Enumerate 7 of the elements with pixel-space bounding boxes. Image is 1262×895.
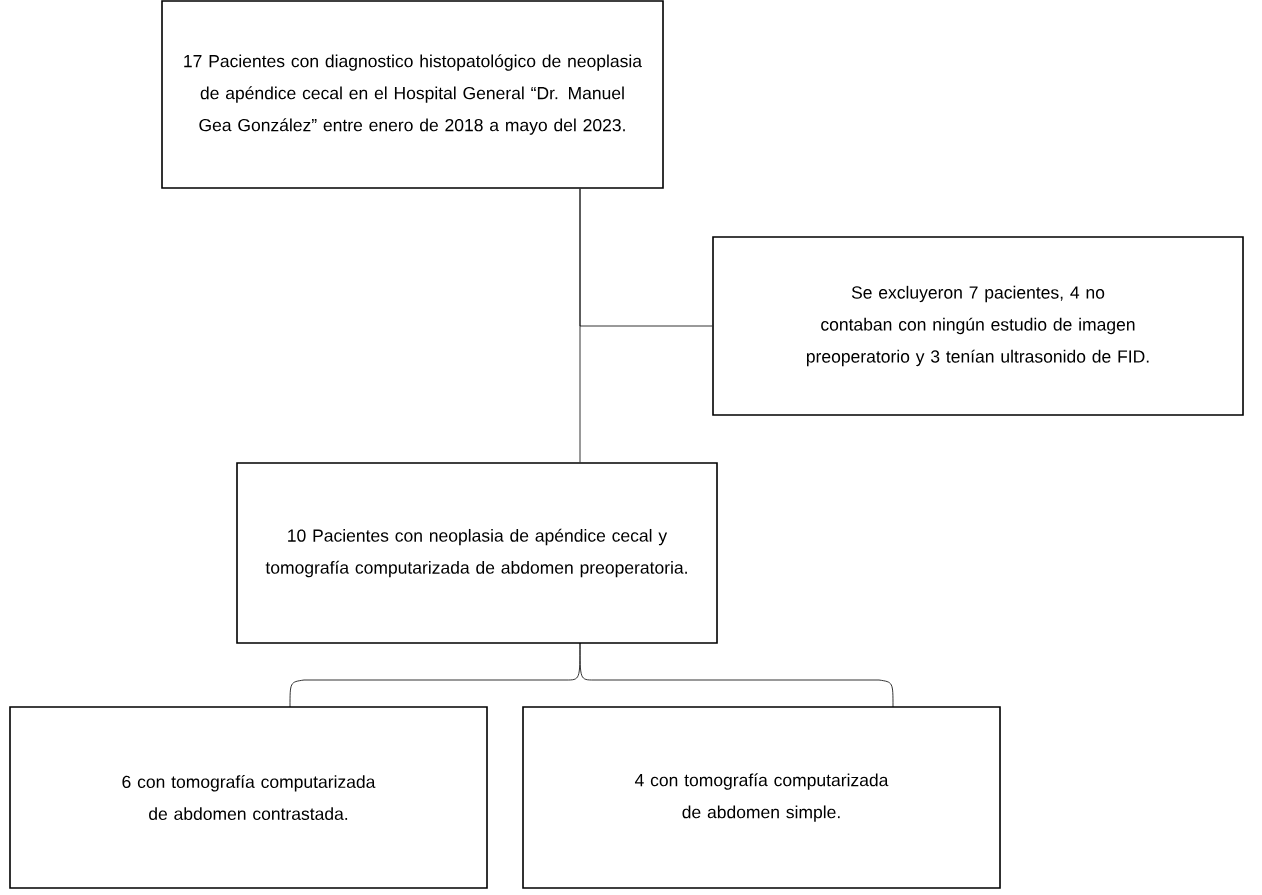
process-box: 6 con tomografía computarizada de abdomen contrastada. [9,706,488,889]
connector-line [579,188,713,327]
process-box: 4 con tomografía computarizada de abdomen simple. [522,706,1001,889]
brace-connector [289,642,894,708]
process-box: Se excluyeron 7 pacientes, 4 no contaban con ningún estudio de imagen preoperatorio y 3 tenían ultrasonido de FID. [712,236,1244,416]
process-box: 17 Pacientes con diagnostico histopatológico de neoplasia de apéndice cecal en el Hospital General “Dr. Manuel Gea González” entre enero de 2018 a mayo del 2023. [161,0,664,189]
process-box: 10 Pacientes con neoplasia de apéndice cecal y tomografía computarizada de abdomen preoperatoria. [236,462,718,644]
